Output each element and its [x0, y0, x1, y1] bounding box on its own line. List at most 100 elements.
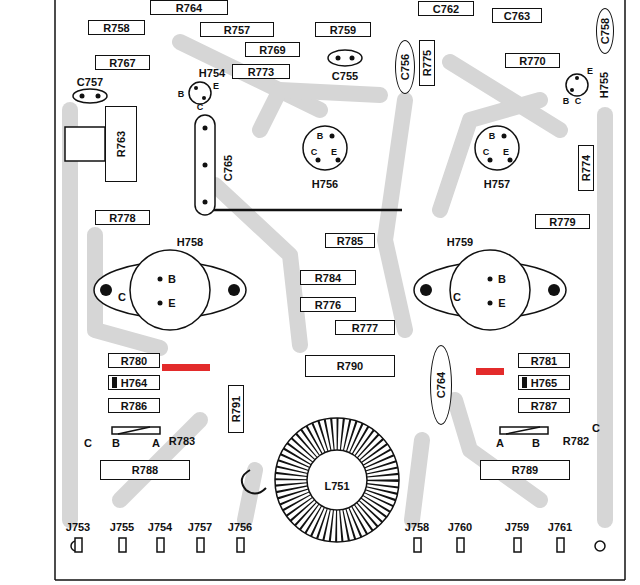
part-label: R785 — [337, 235, 363, 247]
trimmer-symbol — [118, 427, 150, 434]
trimmer-symbol — [112, 427, 160, 434]
capacitor-box: C764 — [430, 345, 452, 425]
capacitor-outline — [73, 89, 107, 103]
transistor-pad — [570, 88, 574, 92]
copper-trace — [180, 42, 320, 110]
connector-pin — [119, 538, 126, 552]
mounting-hole — [158, 301, 163, 306]
pin-label: C — [575, 96, 582, 106]
connector-label: J753 — [66, 521, 90, 533]
part-label: L751 — [324, 480, 349, 492]
diode-box: H764 — [108, 375, 160, 390]
connector-pin — [414, 538, 421, 552]
transistor-outline — [303, 126, 347, 170]
part-label: R790 — [337, 360, 363, 372]
resistor-box: C762 — [418, 1, 474, 16]
part-label: R769 — [259, 44, 285, 56]
part-label: R763 — [115, 131, 127, 157]
transistor-outline — [189, 82, 211, 104]
resistor-box: R759 — [315, 22, 371, 37]
diode-band — [112, 377, 117, 388]
resistor-box: R775 — [419, 40, 435, 86]
part-label: R791 — [230, 396, 242, 422]
part-label: C762 — [433, 3, 459, 15]
connector-label: J760 — [448, 521, 472, 533]
capacitor-pad — [80, 56, 355, 205]
part-label: B — [112, 437, 120, 449]
copper-trace — [385, 100, 405, 330]
part-label: R767 — [109, 57, 135, 69]
part-label: H764 — [121, 377, 147, 389]
part-label: R783 — [169, 435, 195, 447]
capacitor-pad — [96, 94, 101, 99]
resistor-box: R774 — [578, 145, 594, 191]
part-label: H758 — [177, 236, 203, 248]
part-label: B — [168, 273, 176, 285]
transistor-pad — [316, 158, 321, 163]
diode-box: H765 — [518, 375, 570, 390]
part-label: R787 — [531, 400, 557, 412]
part-label: E — [498, 297, 505, 309]
pin-label: E — [213, 81, 219, 91]
connector-pin — [514, 538, 521, 552]
marker-bar — [476, 368, 504, 375]
capacitor-pad — [80, 94, 85, 99]
transistor-outline — [566, 74, 588, 96]
trimmer-symbol — [500, 427, 548, 434]
transistor-outline — [475, 126, 519, 170]
part-label: R782 — [563, 435, 589, 447]
toroid-inductor — [242, 470, 266, 494]
pin-label: B — [489, 131, 496, 141]
jumper-wire — [205, 209, 402, 212]
pin-label: E — [503, 147, 509, 157]
part-label: C755 — [332, 70, 358, 82]
part-label: R781 — [531, 355, 557, 367]
resistor-box: R769 — [245, 42, 300, 57]
copper-trace — [597, 115, 613, 520]
transistor-pad — [194, 86, 198, 90]
board-frame — [624, 0, 626, 580]
resistor-box: R788 — [100, 460, 190, 480]
part-label: A — [496, 437, 504, 449]
power-transistor — [130, 250, 210, 330]
power-transistor — [450, 250, 530, 330]
connector-label: J758 — [405, 521, 429, 533]
copper-trace — [62, 110, 78, 520]
pin-label: E — [587, 66, 593, 76]
part-label: C — [453, 291, 461, 303]
part-label: H757 — [484, 178, 510, 190]
pin-label: C — [197, 102, 204, 112]
part-label: C — [592, 422, 600, 434]
pin-label: B — [178, 89, 185, 99]
mounting-hole — [548, 284, 560, 296]
part-label: R770 — [519, 55, 545, 67]
power-transistor — [94, 250, 566, 330]
part-label: C — [84, 437, 92, 449]
board-frame — [595, 541, 605, 551]
part-label: H754 — [199, 67, 225, 79]
toroid-inductor — [242, 418, 399, 542]
pin-label: B — [563, 96, 570, 106]
part-label: C758 — [599, 18, 611, 44]
part-label: R757 — [224, 24, 250, 36]
part-label: R774 — [580, 155, 592, 181]
resistor-box: R785 — [325, 233, 375, 248]
part-label: R773 — [248, 66, 274, 78]
resistor-box: R786 — [108, 398, 160, 413]
resistor-box: R757 — [200, 22, 274, 37]
transistor-pad — [202, 96, 206, 100]
part-label: H765 — [531, 377, 557, 389]
resistor-box: R791 — [228, 385, 244, 433]
resistor-box: R784 — [300, 270, 356, 285]
part-label: C764 — [435, 372, 447, 398]
resistor-box: R767 — [95, 55, 150, 70]
board-frame — [54, 0, 56, 580]
resistor-box: R773 — [232, 64, 290, 79]
part-label: A — [152, 437, 160, 449]
transistor-pad — [575, 76, 579, 80]
part-label: R776 — [315, 299, 341, 311]
copper-trace — [455, 400, 540, 500]
part-label: R779 — [549, 216, 575, 228]
capacitor-pad — [203, 126, 208, 131]
resistor-bracket — [65, 127, 105, 161]
